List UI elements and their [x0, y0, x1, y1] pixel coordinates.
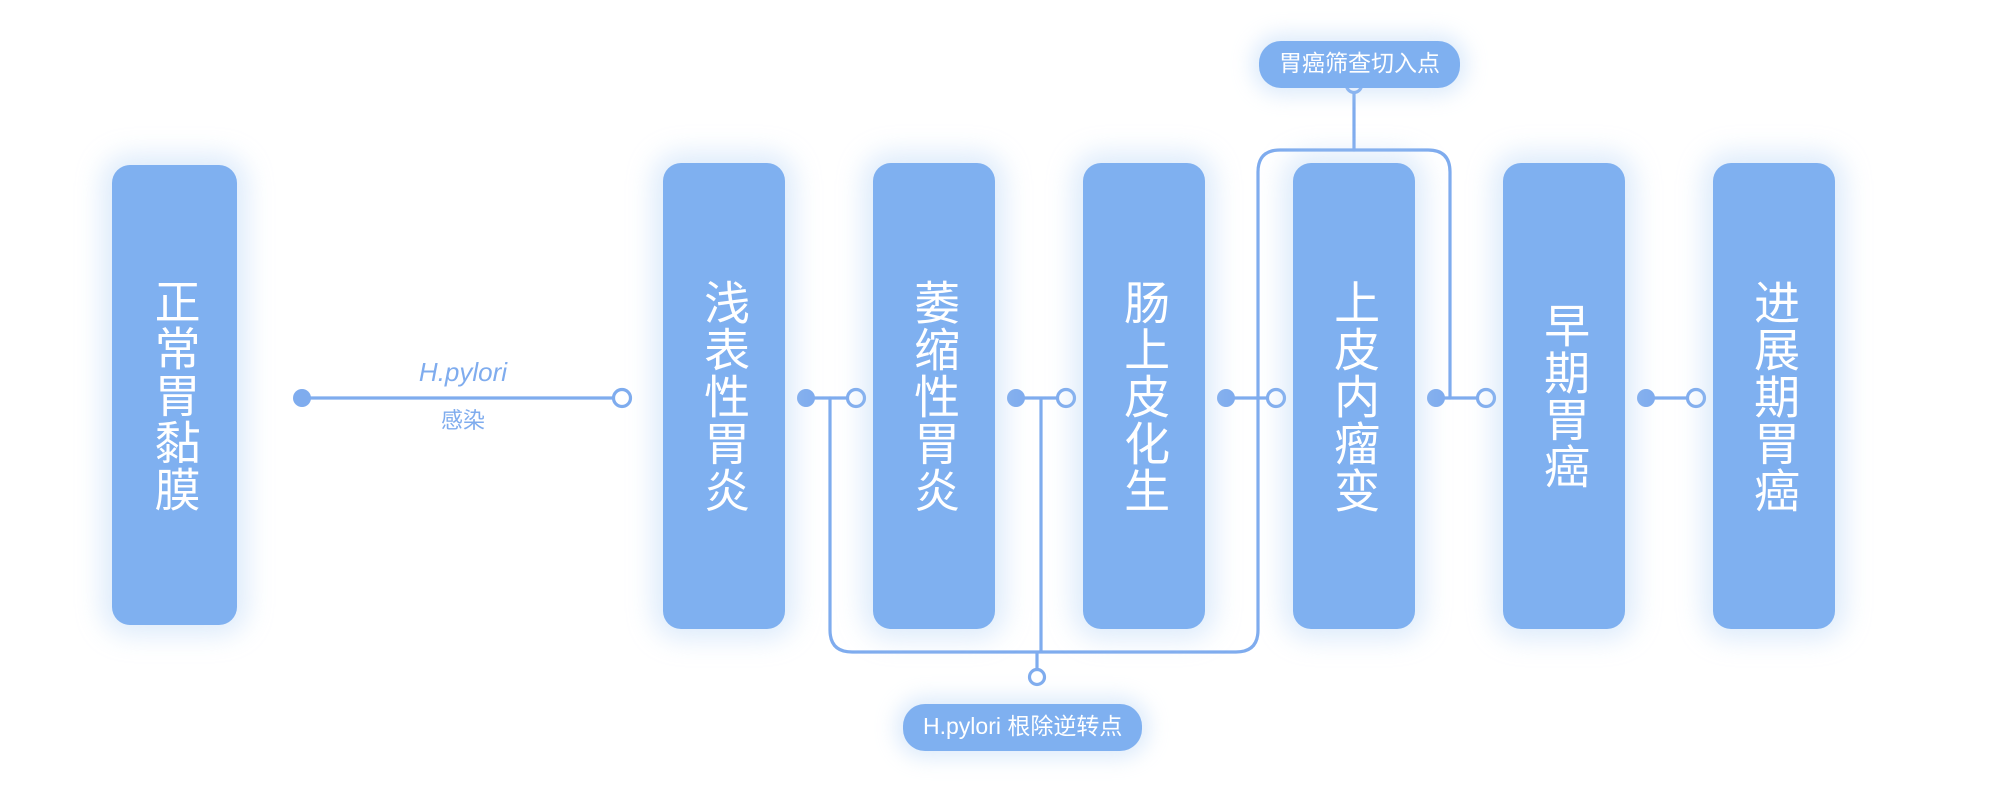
node-label: 正常胃黏膜: [148, 277, 201, 513]
connector-3: [1007, 387, 1077, 409]
eradication-bracket-marker: [1027, 667, 1047, 687]
node-label: 萎缩性胃炎: [908, 278, 961, 514]
node-advanced-gastric-cancer[interactable]: 进展期胃癌: [1713, 163, 1835, 629]
badge-hpylori-eradication-reversal[interactable]: H.pylori 根除逆转点: [903, 704, 1143, 751]
node-label: 浅表性胃炎: [698, 278, 751, 514]
node-label: 进展期胃癌: [1748, 278, 1801, 514]
node-normal-mucosa[interactable]: 正常胃黏膜: [112, 165, 237, 625]
connector-hpylori-infection: [293, 387, 633, 409]
connector-6: [1637, 387, 1707, 409]
node-intraepithelial-neoplasia[interactable]: 上皮内瘤变: [1293, 163, 1415, 629]
node-superficial-gastritis[interactable]: 浅表性胃炎: [663, 163, 785, 629]
badge-screening-entry-point[interactable]: 胃癌筛查切入点: [1259, 41, 1460, 88]
edge-label-hpylori-bottom: 感染: [440, 408, 485, 433]
node-intestinal-metaplasia[interactable]: 肠上皮化生: [1083, 163, 1205, 629]
connector-2: [797, 387, 867, 409]
node-label: 肠上皮化生: [1118, 278, 1171, 514]
node-early-gastric-cancer[interactable]: 早期胃癌: [1503, 163, 1625, 629]
connector-4: [1217, 387, 1287, 409]
connector-5: [1427, 387, 1497, 409]
node-atrophic-gastritis[interactable]: 萎缩性胃炎: [873, 163, 995, 629]
node-label: 上皮内瘤变: [1328, 278, 1381, 514]
node-label: 早期胃癌: [1538, 302, 1591, 490]
eradication-bracket: [828, 396, 1260, 687]
edge-label-hpylori-top: H.pylori: [418, 357, 508, 387]
